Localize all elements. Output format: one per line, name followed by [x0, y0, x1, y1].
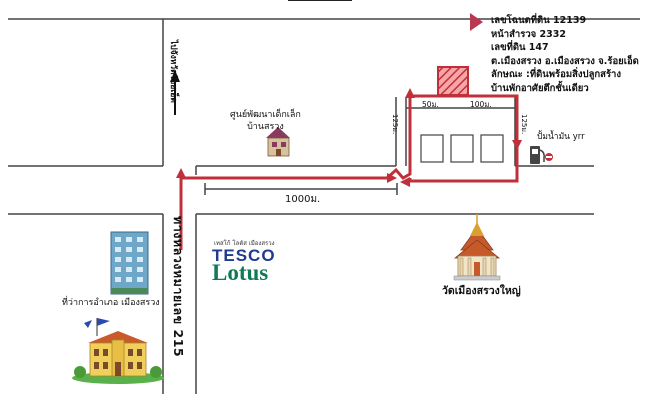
house-3	[480, 134, 504, 163]
distance-1000m: 1000ม.	[285, 194, 321, 205]
office-tower-icon	[110, 231, 149, 295]
temple-label: วัดเมืองสรวงใหญ่	[442, 285, 521, 297]
houses	[420, 134, 504, 163]
deed-number: เลขโฉนดที่ดิน 12139	[491, 15, 587, 26]
distance-125m-left: 125ม.	[391, 114, 399, 135]
house-1	[420, 134, 444, 163]
child-center-label: ศูนย์พัฒนาเด็กเล็ก บ้านสรวง	[230, 110, 301, 132]
lotus-logo-text: Lotus	[212, 260, 269, 285]
tesco-branch-label: เทสโก้ โลตัส เมืองสรวง	[214, 240, 275, 247]
land-info-block: เลขโฉนดที่ดิน 12139 หน้าสำรวจ 2332 เลขที…	[491, 14, 639, 96]
north-arrow-icon	[170, 70, 180, 115]
land-number: เลขที่ดิน 147	[491, 42, 549, 54]
child-center-icon	[266, 127, 290, 157]
government-building-icon	[72, 318, 164, 384]
location-address: ต.เมืองสรวง อ.เมืองสรวง จ.ร้อยเอ็ด	[491, 55, 639, 67]
distance-50m: 50ม.	[422, 100, 439, 109]
info-marker-icon	[470, 13, 483, 31]
road-network	[8, 18, 640, 394]
route-arrows	[176, 88, 522, 187]
gas-pump-icon	[530, 146, 553, 164]
distance-100m: 100ม.	[470, 100, 492, 109]
house-2	[450, 134, 474, 163]
target-plot-icon	[437, 66, 469, 96]
district-office-label: ที่ว่าการอำเภอ เมืองสรวง	[62, 298, 160, 308]
property-type: ลักษณะ :ที่ดินพร้อมสิ่งปลูกสร้าง	[491, 69, 622, 81]
distance-125m-right: 125ม.	[520, 114, 528, 135]
property-description: บ้านพักอาศัยตึกชั้นเดียว	[491, 82, 589, 94]
survey-page: หน้าสำรวจ 2332	[491, 28, 566, 40]
to-roiet-label: ไปจังหวัดร้อยเอ็ด	[168, 40, 178, 103]
gas-station-label: ปั้มน้ำมัน yrr	[537, 132, 585, 142]
temple-icon	[453, 214, 501, 281]
highway-label: ทางหลวงหมายเลข 215	[171, 216, 186, 358]
tesco-logo-text: TESCO	[212, 246, 276, 265]
